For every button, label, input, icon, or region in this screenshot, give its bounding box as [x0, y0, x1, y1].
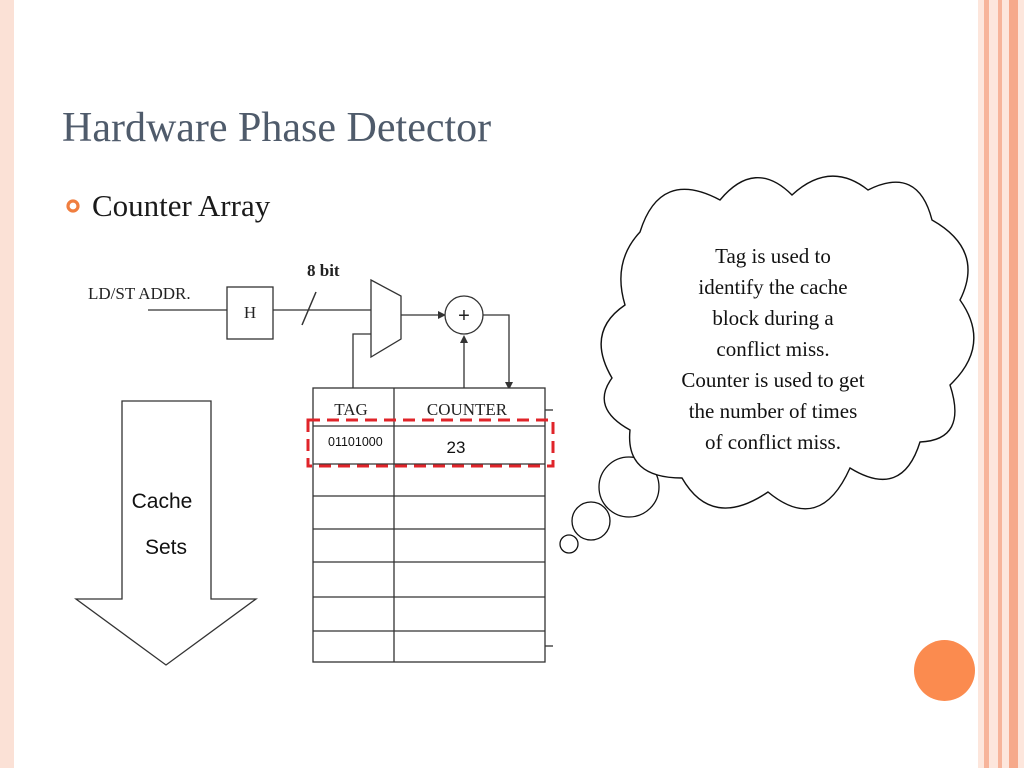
cache-sets-label-line2: Sets [145, 536, 187, 559]
bus-slash [301, 291, 317, 326]
bus-width-label: 8 bit [307, 261, 340, 280]
callout-line: identify the cache [698, 275, 848, 299]
thought-bubble-small [559, 534, 579, 554]
cache-sets-label-line1: Cache [132, 490, 193, 513]
callout-text: Tag is used to identify the cache block … [648, 241, 898, 458]
callout-line: the number of times [688, 399, 858, 423]
callout-line: block during a [712, 306, 834, 330]
callout-line: Counter is used to get [681, 368, 865, 392]
counter-table: TAG COUNTER 01101000 23 [312, 387, 553, 663]
slide-border-right [978, 0, 1024, 768]
highlighted-row-counter: 23 [447, 438, 466, 457]
hash-box [226, 286, 274, 340]
counter-column-header: COUNTER [427, 400, 508, 419]
callout-line: conflict miss. [716, 337, 830, 361]
highlighted-row-outline [306, 418, 555, 468]
slide-title: Hardware Phase Detector [62, 105, 492, 151]
bullet-icon [66, 199, 80, 213]
bullet-item: Counter Array [66, 188, 270, 224]
thought-bubble-large [598, 456, 660, 518]
slide-border-left [0, 0, 14, 768]
tag-column-header: TAG [334, 400, 368, 419]
counter-table-frame [312, 387, 546, 663]
adder-output-line [483, 314, 510, 386]
counter-feedback-arrowhead [460, 335, 468, 343]
thought-bubble-medium [571, 501, 611, 541]
callout-cloud [600, 175, 975, 510]
hash-label: H [244, 303, 256, 322]
cache-sets-arrow [74, 400, 258, 666]
adder-output-arrowhead [505, 382, 513, 390]
highlighted-row-tag: 01101000 [328, 435, 383, 449]
bullet-text: Counter Array [92, 188, 271, 223]
adder-symbol: + [458, 305, 470, 327]
callout-line: Tag is used to [715, 244, 831, 268]
mux-to-adder-arrowhead [438, 311, 446, 319]
tag-feedback-line [352, 333, 371, 388]
mux [370, 278, 402, 359]
decorative-orange-dot [914, 640, 975, 701]
callout-line: of conflict miss. [705, 430, 841, 454]
address-label: LD/ST ADDR. [88, 284, 191, 303]
